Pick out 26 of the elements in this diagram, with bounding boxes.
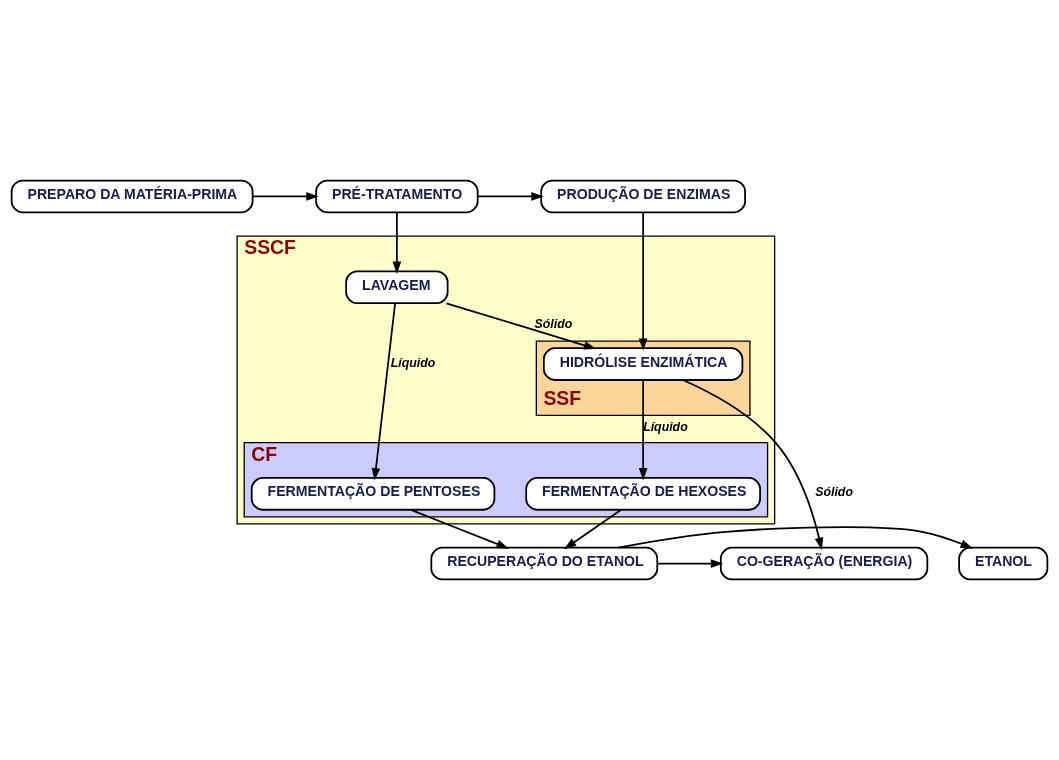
edge-label: Líquido [390, 355, 436, 370]
arrow [656, 559, 724, 568]
node-box: RECUPERAÇÃO DO ETANOL [430, 546, 659, 581]
arrow [476, 192, 544, 201]
arrow [445, 302, 597, 350]
edge-label: Líquido [643, 420, 688, 435]
edge-label: Sólido [534, 317, 573, 332]
node-box: FERMENTAÇÃO DE PENTOSES [250, 477, 496, 511]
node-box: FERMENTAÇÃO DE HEXOSES [525, 477, 761, 511]
arrow [638, 379, 648, 481]
edge-label: Sólido [815, 485, 853, 500]
node-box: PREPARO DA MATÉRIA-PRIMA [10, 179, 254, 214]
arrow [638, 211, 648, 351]
node-box: CO-GERAÇÃO (ENERGIA) [719, 546, 929, 581]
arrow [617, 526, 973, 549]
arrow [251, 192, 319, 201]
arrow [563, 508, 623, 550]
node-box: PRÉ-TRATAMENTO [315, 179, 479, 214]
arrow [410, 508, 509, 549]
node-box: LAVAGEM [345, 270, 449, 305]
arrow [371, 302, 396, 481]
node-box: HIDRÓLISE ENZIMÁTICA [542, 347, 744, 381]
node-box: PRODUÇÃO DE ENZIMAS [540, 179, 746, 214]
arrow [392, 211, 402, 274]
arrow [682, 379, 824, 550]
node-box: ETANOL [958, 546, 1049, 581]
